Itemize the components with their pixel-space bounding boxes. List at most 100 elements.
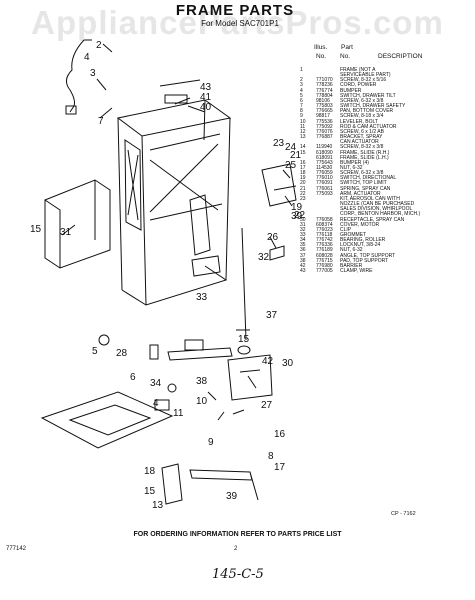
parts-row: 4 776774 BUMPER	[300, 87, 470, 94]
parts-description: FRAME, SLIDE (R.H.)	[340, 149, 390, 156]
parts-description: CORP., BENTON HARBOR, MICH.)	[340, 211, 421, 218]
parts-part-no: 608028	[316, 252, 333, 259]
parts-description: SCREW, 6-32 x 3/8	[340, 170, 384, 177]
parts-description: PAN, BOTTOM COVER	[340, 108, 394, 115]
parts-description: CLIP	[340, 226, 352, 233]
parts-row: CAN ACTUATOR	[300, 140, 470, 145]
parts-description: NOZZLE (CAN BE PURCHASED	[340, 201, 415, 208]
callout-label: 27	[261, 400, 273, 411]
motor-cover	[44, 179, 111, 269]
parts-part-no: 114530	[316, 164, 333, 171]
page-title: FRAME PARTS	[175, 2, 295, 19]
callout-label: 4	[84, 52, 90, 63]
parts-description: SALES DIVISION, WHIRLPOOL	[340, 206, 413, 213]
page-number: 2	[234, 546, 238, 552]
parts-description: CORD, POWER	[340, 82, 377, 89]
parts-part-no: 771070	[316, 77, 333, 84]
parts-description: SWITCH, DRAWER TILT	[340, 92, 396, 99]
parts-description: BARRIER	[340, 262, 363, 269]
callout-label: 41	[200, 92, 212, 103]
callout-label: 43	[200, 82, 212, 93]
parts-illus-no: 9	[300, 113, 303, 120]
parts-part-no: 776774	[316, 87, 333, 94]
parts-illus-no: 30	[300, 216, 306, 223]
callout-label: 16	[274, 429, 286, 440]
parts-illus-no: 20	[300, 180, 306, 187]
parts-row: SALES DIVISION, WHIRLPOOL	[300, 207, 470, 212]
callout-label: 40	[200, 102, 212, 113]
description-header: DESCRIPTION	[378, 53, 423, 60]
callout-label: 15	[238, 334, 250, 345]
parts-description: LOCKNUT, 3/8-24	[340, 242, 381, 249]
callout-label: 22	[294, 210, 306, 221]
top-support-angle	[167, 347, 233, 361]
locknut	[149, 344, 159, 360]
parts-illus-no: 8	[300, 108, 303, 115]
parts-row: SERVICEABLE PART)	[300, 73, 470, 78]
callout-label: 21	[290, 150, 302, 161]
parts-part-no: 776059	[316, 170, 333, 177]
callout-label: 26	[267, 232, 279, 243]
parts-part-no: 776076	[316, 128, 333, 135]
callout-label: 13	[152, 500, 164, 511]
callout-label: 37	[266, 310, 278, 321]
slide-rod	[236, 227, 250, 341]
callout-label: 18	[144, 466, 156, 477]
parts-description: SWITCH, DIRECTIONAL	[340, 175, 397, 182]
parts-part-no: 776887	[316, 134, 333, 141]
callout-label: 42	[262, 356, 274, 367]
callout-label: 31	[60, 227, 72, 238]
switch-assembly	[261, 163, 297, 207]
top-clamp	[164, 94, 188, 104]
parts-illus-no: 6	[300, 97, 303, 104]
cp-code: CP - 7162	[391, 511, 416, 517]
parts-description: BUMPER	[340, 87, 362, 94]
parts-description: GROMMET	[340, 232, 367, 238]
parts-illus-no: 10	[300, 118, 306, 125]
callout-label: 10	[196, 396, 208, 407]
leader-lines	[61, 43, 293, 421]
parts-description: SCREW, 8-18 x 3/4	[340, 113, 384, 120]
parts-part-no: 776023	[316, 226, 333, 233]
parts-description: SWITCH, DRAWER SAFETY	[340, 103, 406, 110]
rod-actuator	[189, 469, 259, 501]
callout-label: 15	[30, 224, 42, 235]
parts-illus-no: 11	[300, 123, 306, 130]
parts-part-no: 776665	[316, 108, 333, 115]
tilt-switch	[98, 334, 110, 346]
parts-illus-no: 13	[300, 134, 306, 141]
model-line: For Model SAC701P1	[201, 19, 279, 28]
watermark: AppliancePartsPros.com	[31, 4, 444, 41]
doc-number: 777142	[6, 546, 27, 552]
part-header: Part	[341, 44, 353, 51]
parts-illus-no: 32	[300, 226, 306, 233]
parts-illus-no: 17	[300, 164, 306, 171]
parts-illus-no: 38	[300, 257, 306, 264]
parts-illus-no: 4	[300, 87, 303, 94]
parts-illus-no: 33	[300, 232, 306, 238]
parts-description: ARM, ACTUATOR	[340, 190, 381, 197]
parts-description: BEARING, ROLLER	[340, 237, 386, 244]
frame-bottom-outline	[121, 265, 228, 306]
parts-description: ANGLE, TOP SUPPORT	[340, 252, 396, 259]
parts-row: CORP., BENTON HARBOR, MICH.)	[300, 212, 470, 217]
handwritten-note: 145-C-5	[212, 567, 264, 582]
parts-description: CLAMP, WIRE	[340, 268, 373, 275]
